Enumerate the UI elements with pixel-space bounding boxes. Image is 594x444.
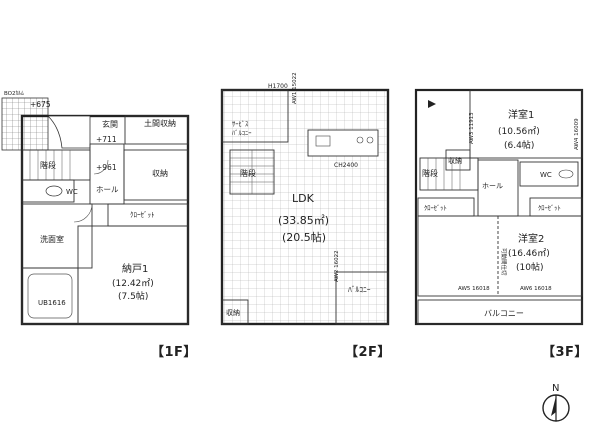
f1-level-675: +675 [30,100,51,109]
f1-porch-label: BO2ｶﾙﾑ [4,90,24,97]
f1-bath-label: UB1616 [38,299,66,307]
f1-stairs-label: 階段 [40,160,56,170]
f1-level-711: +711 [96,135,117,144]
floor3-label: 【3F】 [542,345,588,360]
floor-1: BO2ｶﾙﾑ +675 玄関 +711 土間収納 階段 +961 収納 WC ホ… [1,90,190,326]
f3-room2-tatami: (10帖) [516,261,543,273]
f1-level-961: +961 [96,163,117,172]
f2-balcony-label: ﾊﾞﾙｺﾆｰ [348,285,371,294]
f1-washroom-label: 洗面室 [40,234,64,244]
floor-3: 洋室1 (10.56㎡) (6.4帖) AW3 11913 AW4 16009 … [414,88,584,326]
f1-entrance-label: 玄関 [102,119,118,129]
f1-wc-label: WC [66,188,78,196]
f3-room1-area: (10.56㎡) [498,126,540,137]
f2-stairs-label: 階段 [240,168,256,178]
f3-partition-label: 可動間仕切 [500,248,508,276]
f2-service-balcony-label2: ﾊﾞﾙｺﾆｰ [232,129,252,137]
f2-ch-label: CH2400 [334,162,358,169]
f3-window3: AW3 11913 [469,112,475,144]
floor-2: H1700 ｻｰﾋﾞｽ ﾊﾞﾙｺﾆｰ AW1 15022 CH2400 階段 L… [220,72,390,326]
compass-label: N [552,383,559,394]
f1-shoe-storage-label: 土間収納 [144,118,176,128]
f3-stairs-label: 階段 [422,168,438,178]
floor2-label: 【2F】 [345,345,391,360]
floor1-label: 【1F】 [151,345,197,360]
f2-ldk-tatami: (20.5帖) [282,231,326,244]
f2-top-dim: H1700 [268,83,288,90]
f3-room1-tatami: (6.4帖) [504,139,534,151]
f3-storage-label: 収納 [448,156,462,165]
f3-balcony-label: バルコニー [484,309,524,318]
f2-window1: AW1 15022 [292,72,298,104]
f1-storeroom-area: (12.42㎡) [112,278,154,289]
f3-room2-area: (16.46㎡) [508,248,550,259]
f2-service-balcony-label: ｻｰﾋﾞｽ [232,120,249,128]
f2-storage-label: 収納 [226,308,240,317]
f3-closet2-label: ｸﾛｰｾﾞｯﾄ [538,204,561,212]
f3-room2-label: 洋室2 [518,232,544,245]
f3-closet1-label: ｸﾛｰｾﾞｯﾄ [424,204,447,212]
f3-room1-label: 洋室1 [508,108,534,121]
f1-hall-label: ホール [96,185,119,194]
f3-hall-label: ホール [482,182,503,190]
f1-storeroom-label: 納戸1 [122,262,148,275]
compass: N [542,383,570,422]
porch-tiles [1,97,49,151]
f2-ldk-area: (33.85㎡) [278,214,329,227]
f2-ldk-label: LDK [292,192,315,205]
f1-storeroom-tatami: (7.5帖) [118,290,148,302]
f3-window6: AW6 16018 [520,286,552,292]
f3-window5: AW5 16018 [458,286,490,292]
f1-closet-label: ｸﾛｰｾﾞｯﾄ [130,211,155,219]
f1-storage-label: 収納 [152,168,168,178]
f3-wc-label: WC [540,171,552,179]
f3-window4: AW4 16009 [574,118,580,150]
f2-window2: AW2 16022 [334,250,340,282]
